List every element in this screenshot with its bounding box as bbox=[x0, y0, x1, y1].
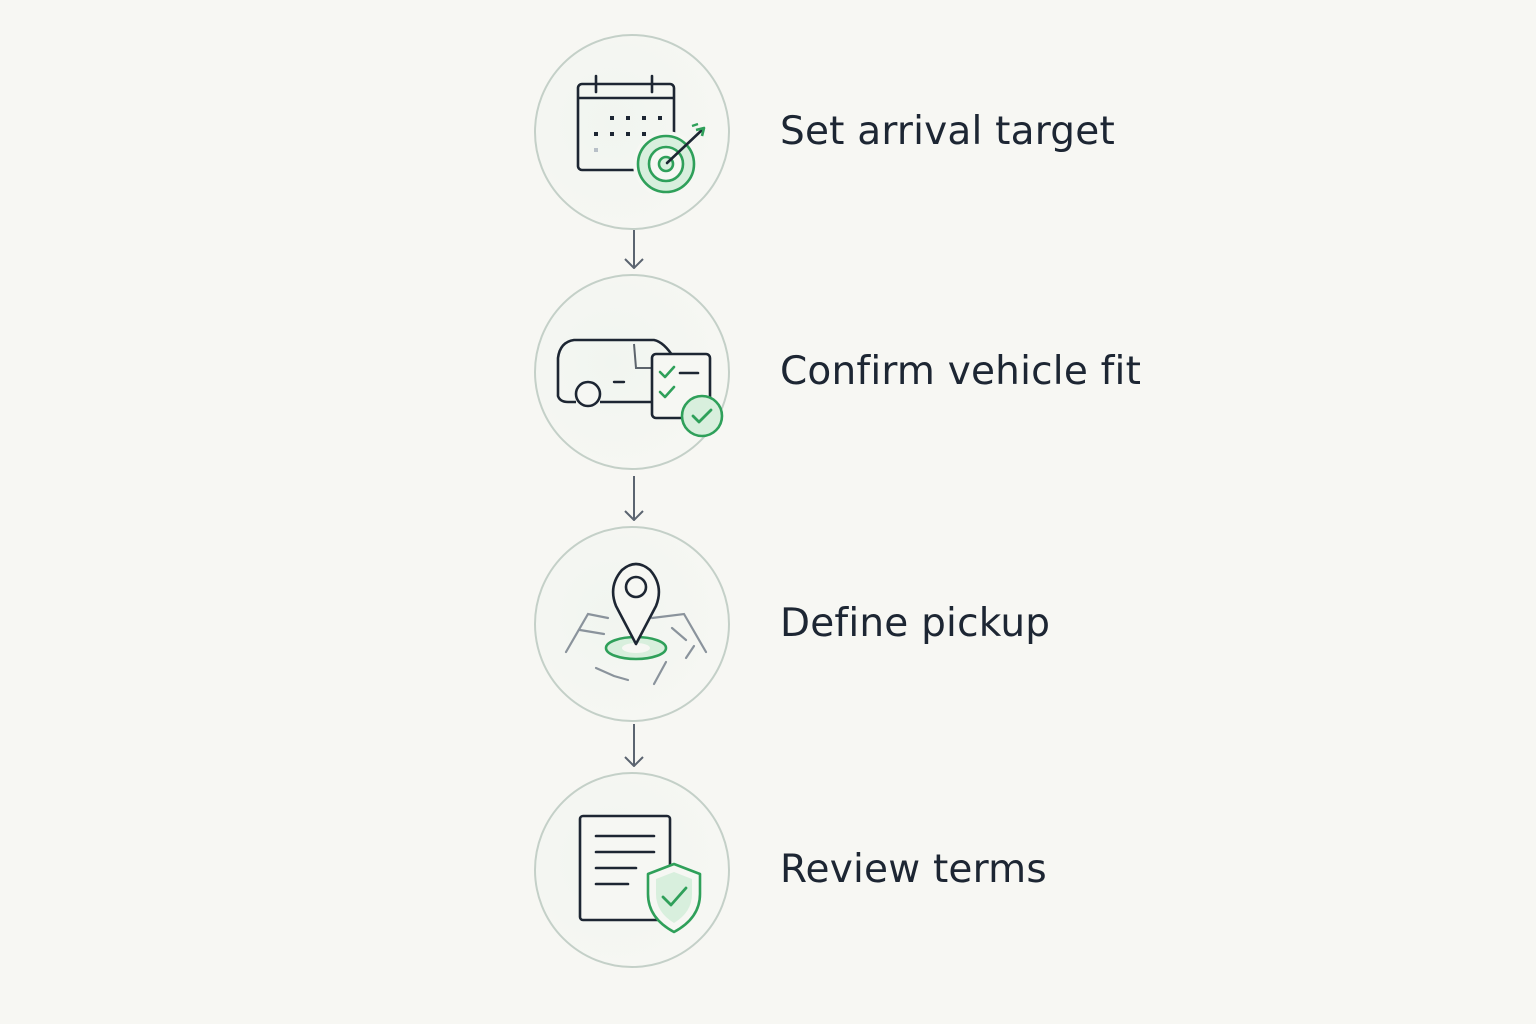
step-circle bbox=[534, 772, 730, 968]
step-define-pickup: Define pickup bbox=[534, 526, 1274, 726]
connector-arrow bbox=[620, 474, 648, 524]
step-label: Set arrival target bbox=[780, 109, 1115, 154]
step-confirm-vehicle-fit: Confirm vehicle fit bbox=[534, 274, 1274, 474]
step-circle bbox=[534, 34, 730, 230]
step-label: Review terms bbox=[780, 847, 1047, 892]
step-set-arrival-target: Set arrival target bbox=[534, 34, 1274, 234]
step-circle bbox=[534, 526, 730, 722]
step-review-terms: Review terms bbox=[534, 772, 1274, 972]
step-label: Define pickup bbox=[780, 601, 1051, 646]
step-circle bbox=[534, 274, 730, 470]
step-label: Confirm vehicle fit bbox=[780, 349, 1142, 394]
connector-arrow bbox=[620, 722, 648, 770]
connector-arrow bbox=[620, 228, 648, 272]
